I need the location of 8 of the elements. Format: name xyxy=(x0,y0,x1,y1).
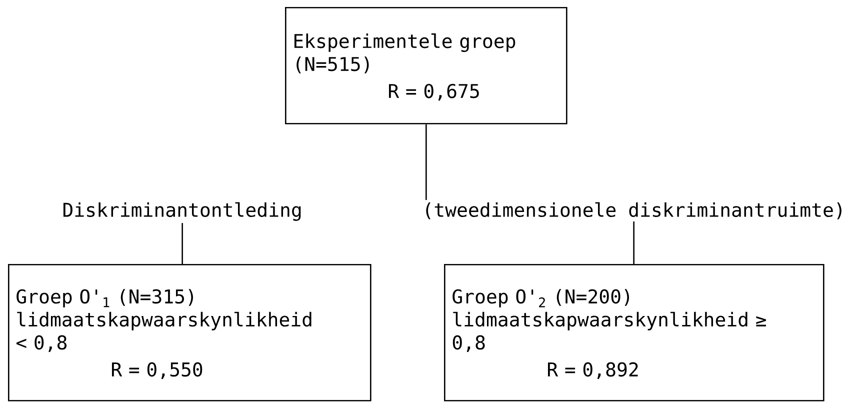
connector-line xyxy=(182,223,183,264)
connector-line xyxy=(426,124,427,200)
group-box: Eksperimentele groep (N=515) R = 0,675 xyxy=(285,7,568,124)
branch-label: (tweedimensionele diskriminantruimte) xyxy=(426,202,842,220)
connector-line xyxy=(633,221,634,264)
group-box: Groep O'$_{1}$ (N=315) lidmaatskapwaarskynlikheid < 0,8 R = 0,550 xyxy=(8,264,372,402)
group-box: Groep O'$_{2}$ (N=200) lidmaatskapwaarskynlikheid ≥ 0,8 R = 0,892 xyxy=(444,264,824,402)
branch-label: Diskriminantontleding xyxy=(63,202,301,221)
